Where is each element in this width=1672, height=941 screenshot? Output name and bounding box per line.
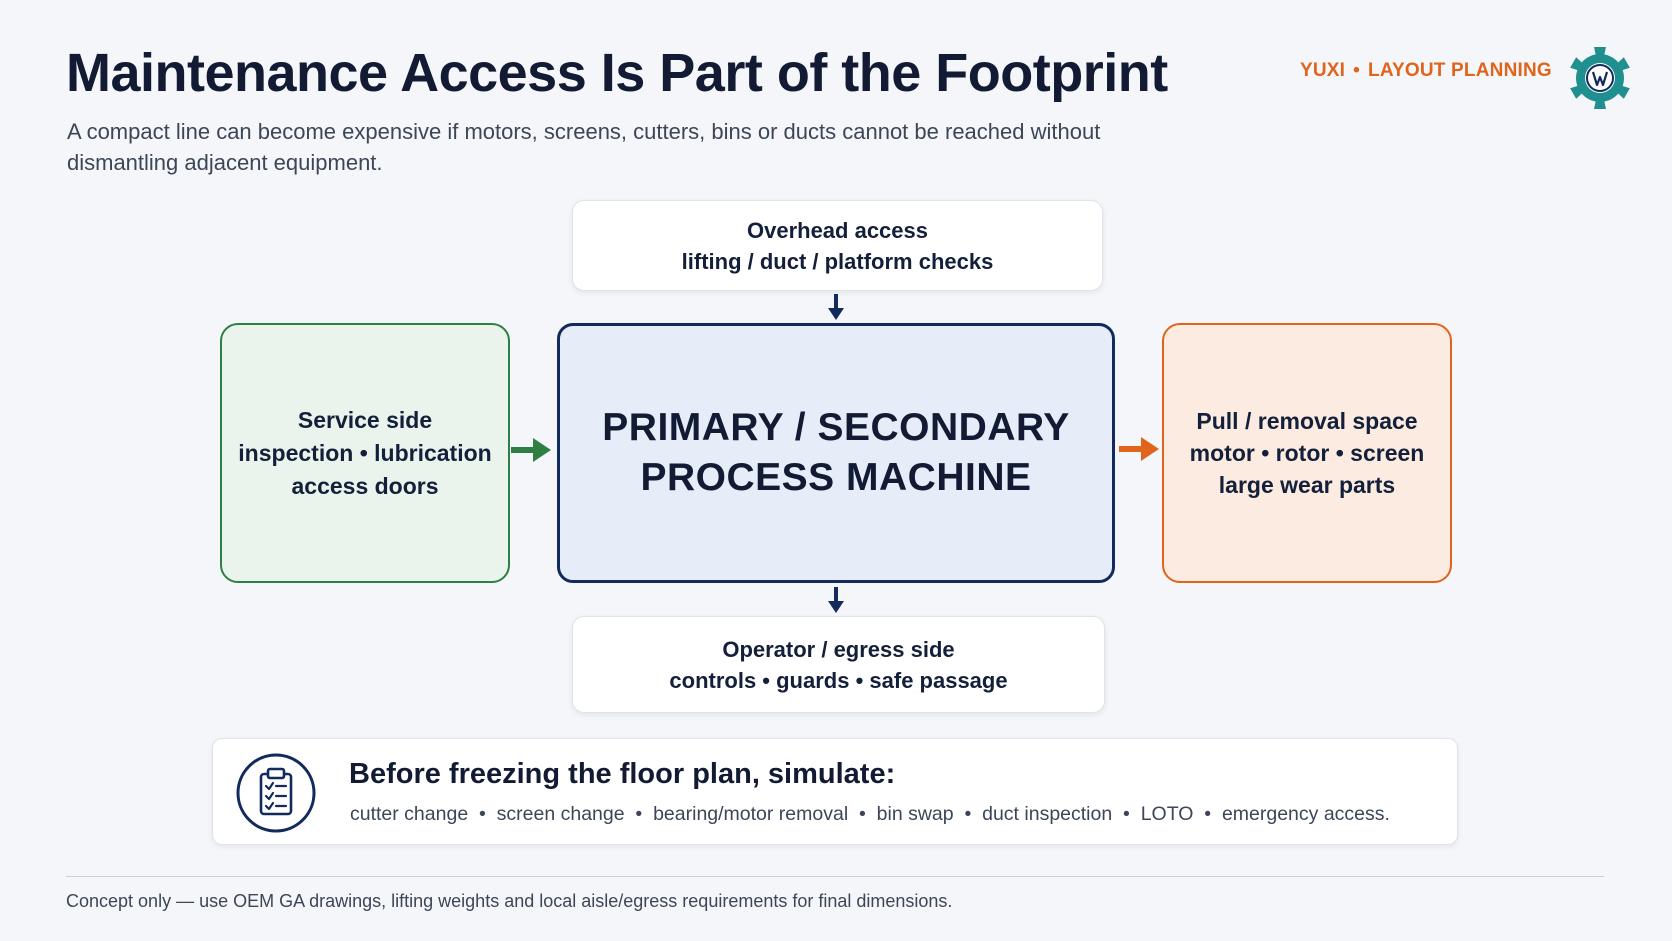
pull-removal-title: Pull / removal space xyxy=(1196,408,1418,434)
service-side-title: Service side xyxy=(297,406,433,433)
service-side-tasks: inspection • lubrication xyxy=(238,439,492,466)
pull-removal-parts: motor • rotor • screen xyxy=(1189,440,1425,466)
brand-separator: • xyxy=(1353,60,1361,81)
brand-label: YUXI • LAYOUT PLANNING xyxy=(1300,60,1552,82)
service-side-box: Service side inspection • lubrication ac… xyxy=(220,323,510,583)
process-machine-box: PRIMARY / SECONDARY PROCESS MACHINE xyxy=(557,323,1115,583)
arrow-right-orange xyxy=(1119,437,1159,461)
operator-egress-detail: controls • guards • safe passage xyxy=(669,667,1008,693)
brand-name: YUXI xyxy=(1300,60,1346,81)
page-title: Maintenance Access Is Part of the Footpr… xyxy=(66,43,1168,103)
checklist-items: cutter change • screen change • bearing/… xyxy=(350,803,1390,825)
brand-section: LAYOUT PLANNING xyxy=(1368,60,1552,81)
logo-gear-icon xyxy=(1570,47,1630,109)
footer-divider xyxy=(66,876,1604,877)
process-machine-line1: PRIMARY / SECONDARY xyxy=(602,406,1070,449)
arrow-down-bottom xyxy=(828,587,844,613)
clipboard-checklist-icon xyxy=(236,753,316,833)
checklist-heading: Before freezing the floor plan, simulate… xyxy=(349,758,896,790)
simulation-checklist-panel xyxy=(212,738,1458,845)
arrow-down-top xyxy=(828,294,844,320)
operator-egress-box: Operator / egress side controls • guards… xyxy=(572,616,1105,713)
service-side-doors: access doors xyxy=(291,472,439,499)
overhead-access-detail: lifting / duct / platform checks xyxy=(681,248,994,274)
overhead-access-box: Overhead access lifting / duct / platfor… xyxy=(572,200,1103,291)
pull-removal-box: Pull / removal space motor • rotor • scr… xyxy=(1162,323,1452,583)
overhead-access-title: Overhead access xyxy=(746,217,929,243)
footnote: Concept only — use OEM GA drawings, lift… xyxy=(66,891,953,911)
operator-egress-title: Operator / egress side xyxy=(722,636,955,662)
process-machine-line2: PROCESS MACHINE xyxy=(640,456,1032,499)
arrow-right-green xyxy=(511,438,551,462)
page-subtitle: A compact line can become expensive if m… xyxy=(67,119,1101,175)
pull-removal-wear: large wear parts xyxy=(1218,472,1396,498)
